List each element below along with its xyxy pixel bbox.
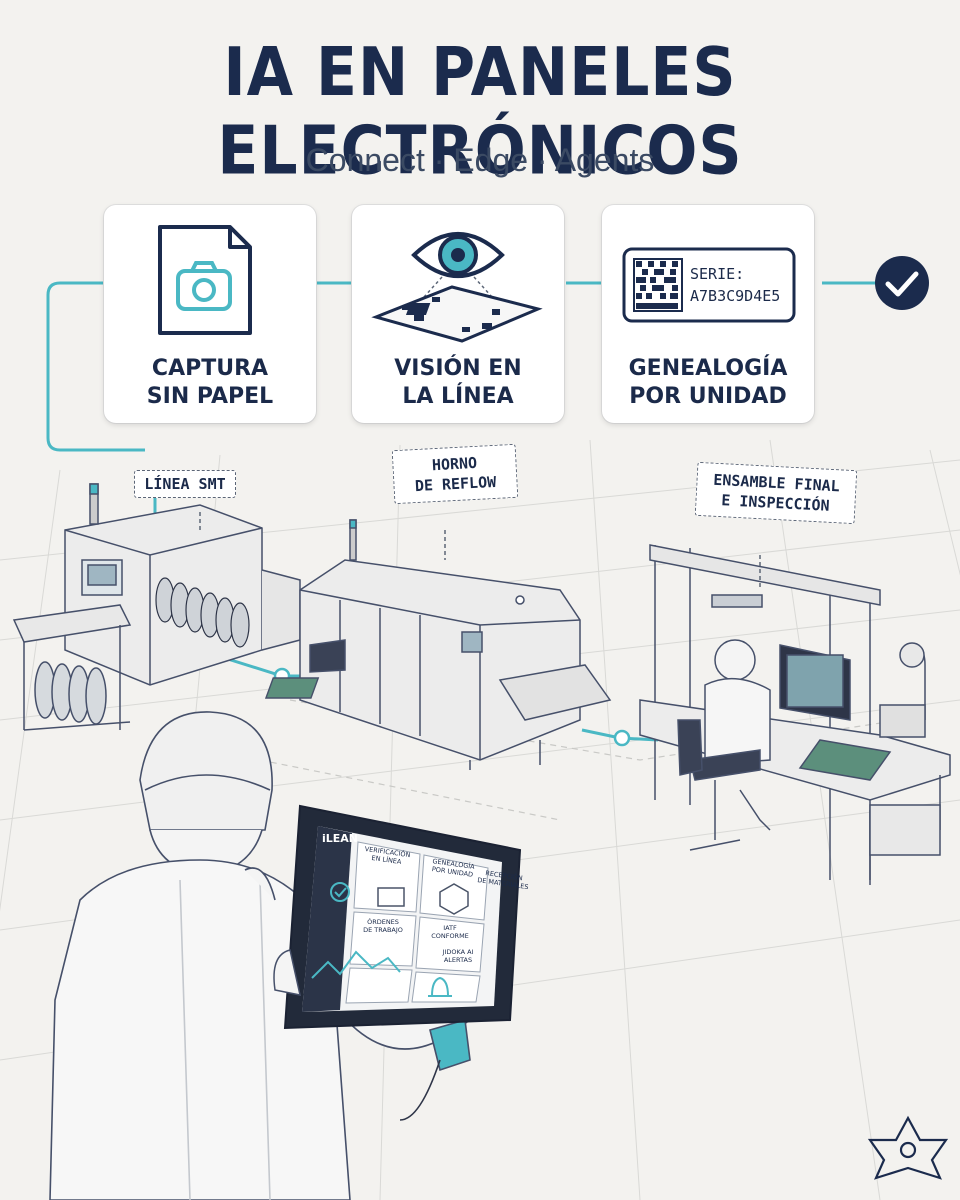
step-card-genealogia[interactable]: SERIE: A7B3C9D4E5 GENEALOGÍA POR UNIDAD — [602, 205, 814, 423]
tablet-device — [273, 804, 522, 1030]
assembly-workstation — [639, 544, 951, 885]
serial-value: A7B3C9D4E5 — [690, 287, 781, 305]
brand-logo-icon — [867, 1115, 949, 1180]
step-label: CAPTURA SIN PAPEL — [146, 356, 274, 409]
operator-figure — [49, 711, 513, 1200]
check-circle-icon — [875, 256, 929, 310]
step-card-captura[interactable]: CAPTURA SIN PAPEL — [104, 205, 316, 423]
step-label: GENEALOGÍA POR UNIDAD — [628, 356, 788, 409]
station-tag-smt: LÍNEA SMT — [134, 470, 236, 498]
datamatrix-icon — [622, 247, 796, 323]
reflow-oven — [264, 519, 612, 770]
station-tag-ensamble: ENSAMBLE FINAL E INSPECCIÓN — [694, 461, 858, 525]
eye-pcb-icon — [371, 232, 543, 343]
step-card-vision[interactable]: VISIÓN EN LA LÍNEA — [352, 205, 564, 423]
camera-document-icon — [158, 225, 252, 335]
page-subtitle: Connect · Edge · Agents — [305, 142, 655, 178]
page-title: IA EN PANELES ELECTRÓNICOS — [217, 33, 743, 191]
station-tag-reflow: HORNO DE REFLOW — [391, 443, 519, 505]
smt-machine — [12, 483, 301, 731]
tablet-brand: iLEAN — [322, 832, 359, 845]
serial-label: SERIE: — [690, 265, 745, 283]
step-label: VISIÓN EN LA LÍNEA — [394, 356, 522, 409]
